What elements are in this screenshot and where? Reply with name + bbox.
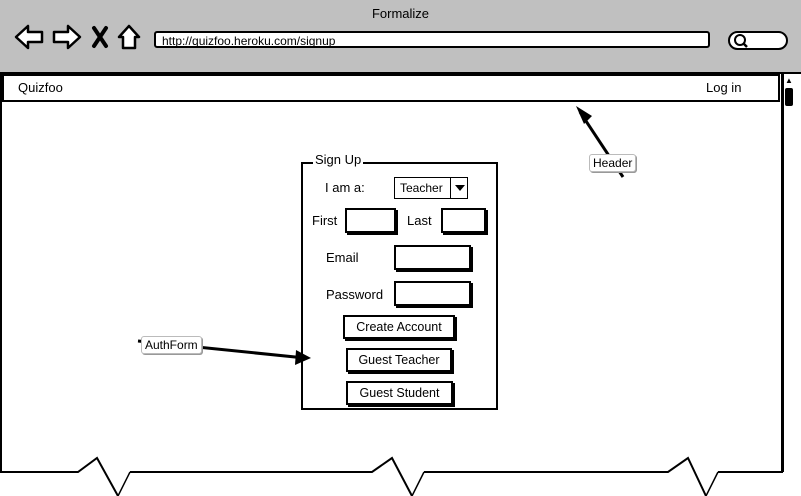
back-icon[interactable] [14,24,44,50]
login-link[interactable]: Log in [706,80,742,95]
address-bar[interactable]: http://quizfoo.heroku.com/signup [154,31,710,48]
last-name-label: Last [407,213,432,228]
role-select-arrow[interactable] [450,177,468,199]
email-label: Email [326,250,359,265]
signup-form [301,162,498,410]
first-name-input[interactable] [345,208,396,233]
scroll-up-icon[interactable]: ▲ [785,76,793,85]
role-label: I am a: [325,180,365,195]
frame-right-edge [781,72,783,472]
header [2,74,780,102]
guest-student-button[interactable]: Guest Student [346,381,453,405]
guest-teacher-button[interactable]: Guest Teacher [346,348,452,372]
form-legend: Sign Up [313,152,364,167]
last-name-input[interactable] [441,208,486,233]
chevron-down-icon [455,185,465,191]
search-icon [734,34,748,48]
role-select[interactable] [394,177,468,199]
nav-buttons [14,24,141,50]
authform-callout: AuthForm [141,336,202,354]
torn-bottom-edge [0,456,801,496]
email-input[interactable] [394,245,471,270]
forward-icon[interactable] [52,24,82,50]
stop-icon[interactable] [92,26,108,48]
brand-link[interactable]: Quizfoo [18,80,63,95]
password-label: Password [326,287,384,302]
role-select-value: Teacher [400,181,443,195]
frame-left-edge [0,72,2,472]
password-input[interactable] [394,281,471,306]
search-box[interactable] [728,31,788,50]
home-icon[interactable] [117,24,141,50]
scrollbar[interactable] [783,74,798,474]
scrollbar-thumb[interactable] [785,88,793,106]
create-account-button[interactable]: Create Account [343,315,455,339]
window-title: Formalize [371,6,430,21]
first-name-label: First [312,213,338,228]
header-callout: Header [589,154,637,172]
